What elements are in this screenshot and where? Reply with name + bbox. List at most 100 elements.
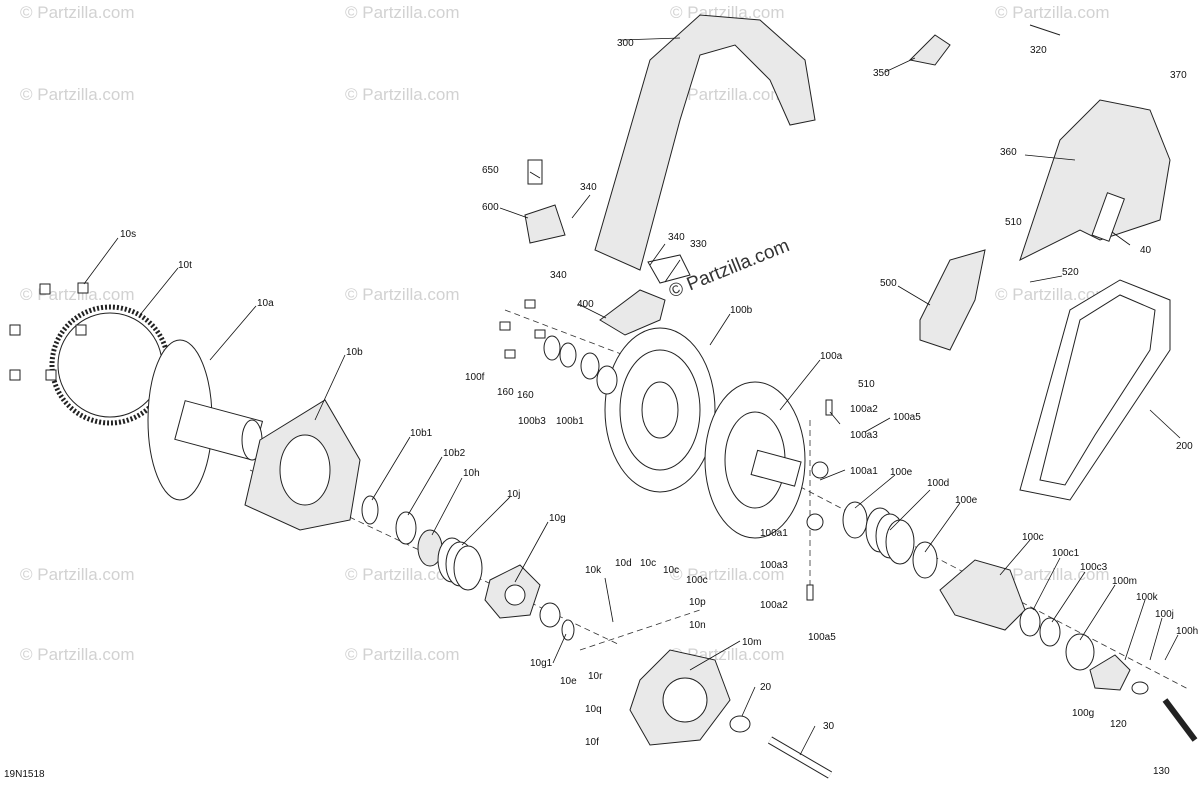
callout-label: 100c (686, 575, 708, 586)
ring (912, 541, 938, 579)
callout-label: 100e (890, 467, 913, 478)
callout-label: 320 (1030, 45, 1047, 56)
callout-label: 20 (760, 682, 772, 693)
callout-label: 340 (668, 232, 685, 243)
watermark: © Partzilla.com (345, 3, 460, 22)
tag (527, 159, 543, 185)
driven-spring (865, 507, 915, 565)
callout-label: 100c3 (1080, 562, 1108, 573)
callout-label: 10e (560, 676, 577, 687)
watermark: © Partzilla.com (345, 565, 460, 584)
callout-label: 10a (257, 298, 274, 309)
callout-label: 10c (640, 558, 656, 569)
watermark: © Partzilla.com (345, 645, 460, 664)
spacer (806, 513, 824, 531)
movable-sheave (244, 399, 361, 531)
spacer (811, 461, 829, 479)
callout-label: 10k (585, 565, 602, 576)
callout-label: 100c (1022, 532, 1044, 543)
callout-label: 100a3 (760, 560, 788, 571)
bolt (1162, 698, 1198, 742)
axis-line (719, 444, 1191, 691)
pin (806, 584, 814, 601)
pin (825, 399, 833, 416)
bolt-set (9, 282, 89, 381)
watermark: © Partzilla.com (670, 565, 785, 584)
callout-label: 330 (690, 239, 707, 250)
callout-label: 10b2 (443, 448, 466, 459)
callout-label: 360 (1000, 147, 1017, 158)
callout-label: 10s (120, 229, 136, 240)
callout-label: 100a2 (760, 600, 788, 611)
callout-label: 100a3 (850, 430, 878, 441)
callout-label: 10c (663, 565, 679, 576)
callout-label: 10j (507, 489, 520, 500)
callout-label: 520 (1062, 267, 1079, 278)
callout-label: 370 (1170, 70, 1187, 81)
spider (484, 564, 541, 619)
bolt (9, 369, 21, 381)
bushing (539, 602, 561, 628)
callout-label: 10p (689, 597, 706, 608)
ring (395, 511, 417, 545)
callout-label: 10g1 (530, 658, 553, 669)
ring (842, 501, 868, 539)
bolt (524, 299, 536, 309)
bolt (9, 324, 21, 336)
plate (647, 254, 691, 284)
axis-line (579, 609, 701, 651)
washer (1065, 633, 1095, 671)
callout-label: 10h (463, 468, 480, 479)
guard-cover (1019, 99, 1171, 261)
callout-label: 400 (577, 299, 594, 310)
callout-label: 100e (955, 495, 978, 506)
callout-label: 100g (1072, 708, 1094, 719)
callout-label: 500 (880, 278, 897, 289)
callout-label: 10g (549, 513, 566, 524)
bolt (77, 282, 89, 294)
spring (437, 537, 483, 591)
callout-label: 100a1 (850, 466, 878, 477)
callout-label: 650 (482, 165, 499, 176)
callout-label: 10t (178, 260, 192, 271)
watermark: © Partzilla.com (995, 565, 1110, 584)
ring (559, 342, 577, 368)
watermark: © Partzilla.com (20, 645, 135, 664)
watermark: © Partzilla.com (20, 85, 135, 104)
callout-label: 10r (588, 671, 603, 682)
callout-label: 340 (580, 182, 597, 193)
axis-line (504, 309, 651, 366)
bolt (45, 369, 57, 381)
diagram-id: 19N1518 (4, 769, 45, 780)
watermark: © Partzilla.com (995, 285, 1110, 304)
callout-label: 200 (1176, 441, 1193, 452)
parts (9, 14, 1198, 779)
rubber-block (524, 204, 566, 244)
retainer (908, 34, 951, 66)
bushing (580, 352, 600, 380)
bolt (39, 283, 51, 295)
callout-label: 10b1 (410, 428, 433, 439)
watermark: © Partzilla.com (345, 285, 460, 304)
callout-label: 600 (482, 202, 499, 213)
callout-label: 100c1 (1052, 548, 1080, 559)
warning-label (1091, 192, 1125, 242)
bushing (596, 365, 618, 395)
bracket (919, 249, 986, 351)
callout-label: 100m (1112, 576, 1137, 587)
callout-label: 100a5 (808, 632, 836, 643)
callout-label: 100b3 (518, 416, 546, 427)
callout-label: 130 (1153, 766, 1170, 777)
cover (629, 649, 731, 746)
watermark: © Partzilla.com (20, 285, 135, 304)
callout-label: 160 (497, 387, 514, 398)
support-bracket (599, 289, 666, 336)
ring (543, 335, 561, 361)
callout-label: 350 (873, 68, 890, 79)
callout-label: 100a1 (760, 528, 788, 539)
callout-label: 10q (585, 704, 602, 715)
clip (1029, 24, 1061, 36)
callout-label: 300 (617, 38, 634, 49)
watermark: © Partzilla.com (20, 565, 135, 584)
